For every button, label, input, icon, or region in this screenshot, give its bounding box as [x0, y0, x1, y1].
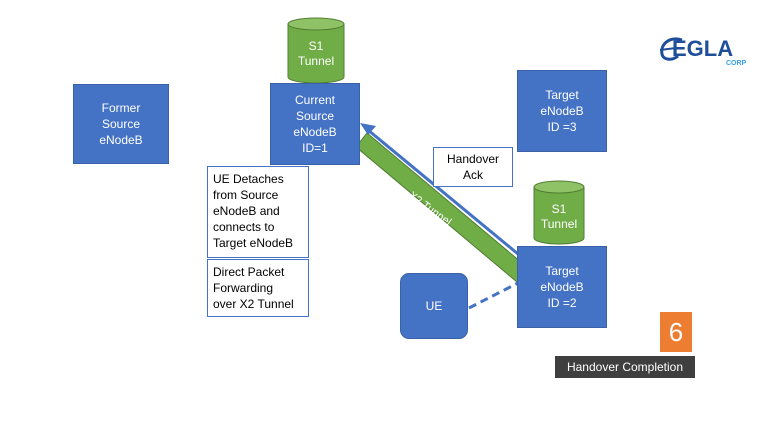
handover-ack-line-2: Ack	[462, 168, 483, 182]
handover-ack-note: Handover Ack	[433, 147, 513, 187]
handover-ack-line-1: Handover	[446, 152, 500, 166]
s1-tunnel-target: S1 Tunnel	[533, 180, 585, 246]
s1-source-line-2: Tunnel	[297, 54, 335, 68]
forwarding-line-2: Forwarding	[213, 281, 274, 295]
cylinder-shape	[287, 17, 345, 84]
forwarding-line-3: over X2 Tunnel	[213, 297, 294, 311]
target-2-line-2: eNodeB	[540, 280, 584, 294]
ue-detach-note: UE Detaches from Source eNodeB and conne…	[207, 166, 309, 258]
target-2-line-3: ID =2	[547, 296, 577, 310]
s1-target-line-1: S1	[551, 202, 567, 216]
former-source-line-3: eNodeB	[99, 133, 143, 147]
egla-corp-logo: EGLA CORP	[656, 28, 752, 90]
current-source-line-1: Current	[294, 93, 335, 107]
current-source-line-4: ID=1	[302, 141, 328, 155]
current-source-line-3: eNodeB	[293, 125, 337, 139]
s1-target-line-2: Tunnel	[540, 217, 578, 231]
forwarding-note: Direct Packet Forwarding over X2 Tunnel	[207, 259, 309, 317]
s1-tunnel-target-label: S1 Tunnel	[533, 202, 585, 232]
ue-detach-line-3: eNodeB and	[213, 204, 280, 218]
cylinder-shape	[533, 180, 585, 245]
ue-detach-line-5: Target eNodeB	[213, 236, 294, 250]
ue-detach-line-2: from Source	[213, 188, 279, 202]
target-3-line-3: ID =3	[547, 120, 577, 134]
handover-ack-arrow	[367, 128, 519, 256]
s1-tunnel-source-label: S1 Tunnel	[287, 39, 345, 69]
former-source-enodeb: Former Source eNodeB	[73, 84, 169, 164]
logo-swoosh-icon	[659, 37, 683, 61]
logo-subtext: CORP	[726, 60, 747, 67]
former-source-line-2: Source	[101, 117, 141, 131]
current-source-line-2: Source	[295, 109, 335, 123]
ue-detach-line-1: UE Detaches	[213, 172, 284, 186]
ue-device: UE	[400, 273, 468, 339]
ue-radio-link	[468, 281, 519, 310]
former-source-line-1: Former	[101, 101, 141, 115]
s1-tunnel-source: S1 Tunnel	[287, 17, 345, 85]
target-enodeb-2: Target eNodeB ID =2	[517, 246, 607, 328]
target-3-line-2: eNodeB	[540, 104, 584, 118]
target-2-line-1: Target	[545, 264, 579, 278]
forwarding-line-1: Direct Packet	[213, 265, 285, 279]
current-source-enodeb: Current Source eNodeB ID=1	[270, 83, 360, 165]
s1-source-line-1: S1	[308, 39, 324, 53]
handover-ack-arrowhead	[360, 123, 376, 135]
step-number-badge: 6	[660, 312, 692, 352]
logo-text: EGLA	[672, 36, 734, 61]
step-caption: Handover Completion	[555, 356, 695, 378]
target-enodeb-3: Target eNodeB ID =3	[517, 70, 607, 152]
ue-detach-line-4: connects to	[213, 220, 275, 234]
target-3-line-1: Target	[545, 88, 579, 102]
